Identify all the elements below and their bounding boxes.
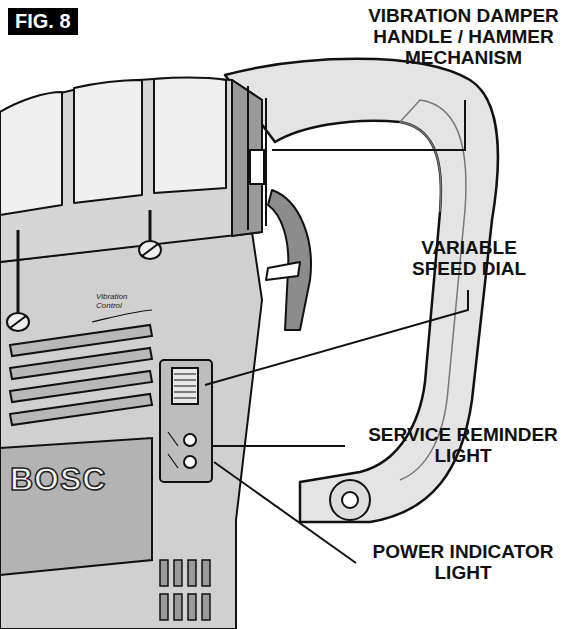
- control-strip-part: [168, 432, 178, 468]
- top-housing-part: [0, 92, 62, 215]
- tool-front-body: [0, 232, 262, 629]
- bottom-vents-part: [188, 594, 196, 620]
- bottom-vents-part: [202, 560, 210, 586]
- control-strip-part: [174, 374, 196, 398]
- side-knob: [330, 480, 370, 520]
- part-label: POWER INDICATOR LIGHT: [352, 542, 574, 584]
- brand-marking: Vibration Control: [96, 293, 152, 311]
- top-housing-part: [154, 78, 226, 193]
- top-housing-part: [0, 78, 262, 262]
- control-strip-part: [172, 368, 198, 404]
- screws: [7, 210, 161, 331]
- bottom-vents-part: [174, 594, 182, 620]
- bottom-vents-part: [202, 594, 210, 620]
- control-strip-part: [184, 456, 196, 468]
- handle-loop-part: [400, 100, 466, 480]
- part-label: VARIABLE SPEED DIAL: [393, 238, 545, 280]
- bottom-vents-part: [174, 560, 182, 586]
- trigger-part: [268, 190, 311, 330]
- top-housing-part: [74, 80, 142, 203]
- figure-tag: FIG. 8: [8, 8, 78, 35]
- leader-lines: [205, 100, 468, 563]
- bottom-vents: [160, 560, 210, 620]
- control-strip-part: [184, 434, 196, 446]
- leader-lines-part: [214, 462, 356, 563]
- side-knob-part: [342, 492, 358, 508]
- part-label: SERVICE REMINDER LIGHT: [352, 425, 574, 467]
- screws-part: [10, 316, 26, 328]
- vents: [10, 310, 152, 425]
- bottom-vents-part: [160, 560, 168, 586]
- screws-part: [139, 241, 161, 259]
- control-strip-part: [160, 360, 212, 482]
- bottom-vents-part: [188, 560, 196, 586]
- brand-logo: BOSC: [10, 462, 106, 497]
- tool-front-body-part: [0, 232, 262, 629]
- bottom-vents-part: [160, 594, 168, 620]
- screws-part: [7, 313, 29, 331]
- screws-part: [142, 244, 158, 256]
- leader-lines-part: [205, 290, 468, 385]
- brand-panel: [0, 438, 152, 575]
- damper-bands-part: [250, 150, 264, 184]
- leader-lines-part: [212, 445, 345, 447]
- side-knob-part: [330, 480, 370, 520]
- damper-bands-part: [247, 86, 249, 230]
- leader-lines-part: [272, 100, 465, 150]
- brand-panel-part: [0, 438, 152, 575]
- vents-part: [10, 394, 152, 425]
- damper-bands: [248, 86, 266, 230]
- top-housing: [0, 78, 262, 262]
- screws-part: [18, 210, 150, 313]
- trigger-part: [266, 262, 300, 280]
- part-label: VIBRATION DAMPER HANDLE / HAMMER MECHANI…: [354, 6, 573, 69]
- vents-part: [92, 310, 152, 322]
- control-strip: [160, 360, 212, 482]
- damper-bands-part: [265, 98, 267, 226]
- trigger: [266, 190, 311, 330]
